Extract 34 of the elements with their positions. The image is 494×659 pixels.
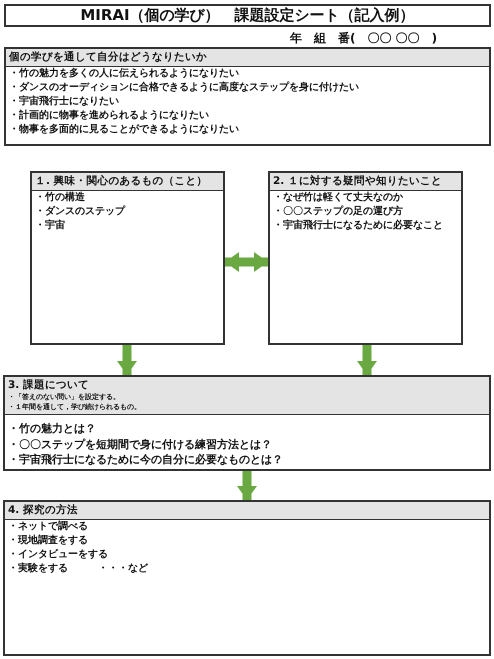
arrow	[117, 345, 137, 375]
bullet-item: ・計画的に物事を進められるようになりたい	[8, 109, 210, 123]
name-line: 年 組 番( 〇〇 〇〇 )	[290, 30, 438, 46]
section-box	[3, 500, 491, 656]
bullet-item: ・宇宙飛行士になるために必要なこと	[272, 219, 444, 233]
bullet-item: ・竹の構造	[34, 191, 86, 205]
bullet-item: ・ダンスのオーディションに合格できるように高度なステップを身に付けたい	[8, 81, 360, 95]
section-heading: 2. １に対する疑問や知りたいこと	[273, 174, 443, 188]
section-heading: 個の学びを通して自分はどうなりたいか	[9, 50, 208, 64]
bullet-item: ・宇宙飛行士になるために今の自分に必要なものとは？	[7, 452, 284, 468]
section-heading: 4. 探究の方法	[8, 503, 79, 517]
section-heading: １. 興味・関心のあるもの（こと）	[35, 174, 209, 188]
bullet-item: ・〇〇ステップを短期間で身に付ける練習方法とは？	[7, 436, 273, 452]
bullet-item: ・竹の魅力を多くの人に伝えられるようになりたい	[8, 67, 240, 81]
bullet-item: ・ダンスのステップ	[34, 205, 126, 219]
title-banner: MIRAI（個の学び） 課題設定シート（記入例）	[4, 4, 491, 27]
bullet-item: ・物事を多面的に見ることができるようになりたい	[8, 123, 240, 137]
bullet-item: ・現地調査をする	[7, 534, 89, 548]
section-box	[268, 171, 463, 345]
section-box	[3, 375, 491, 471]
section-box	[30, 171, 225, 345]
bullet-item: ・なぜ竹は軽くて丈夫なのか	[272, 191, 404, 205]
bullet-item: ・竹の魅力とは？	[7, 421, 97, 436]
arrow	[237, 471, 257, 500]
bullet-item: ・インタビューをする	[7, 548, 109, 562]
bullet-item: ・宇宙飛行士になりたい	[8, 95, 120, 109]
bullet-item: ・実験をする ・・・など	[7, 562, 149, 576]
bullet-item: ・〇〇ステップの足の運び方	[272, 205, 404, 219]
section-heading: 3. 課題について	[8, 378, 90, 392]
arrow	[357, 345, 377, 375]
bullet-item: ・宇宙	[34, 219, 66, 233]
bullet-item: ・ネットで調べる	[7, 520, 89, 534]
arrow	[225, 252, 268, 272]
section-box	[4, 47, 491, 146]
